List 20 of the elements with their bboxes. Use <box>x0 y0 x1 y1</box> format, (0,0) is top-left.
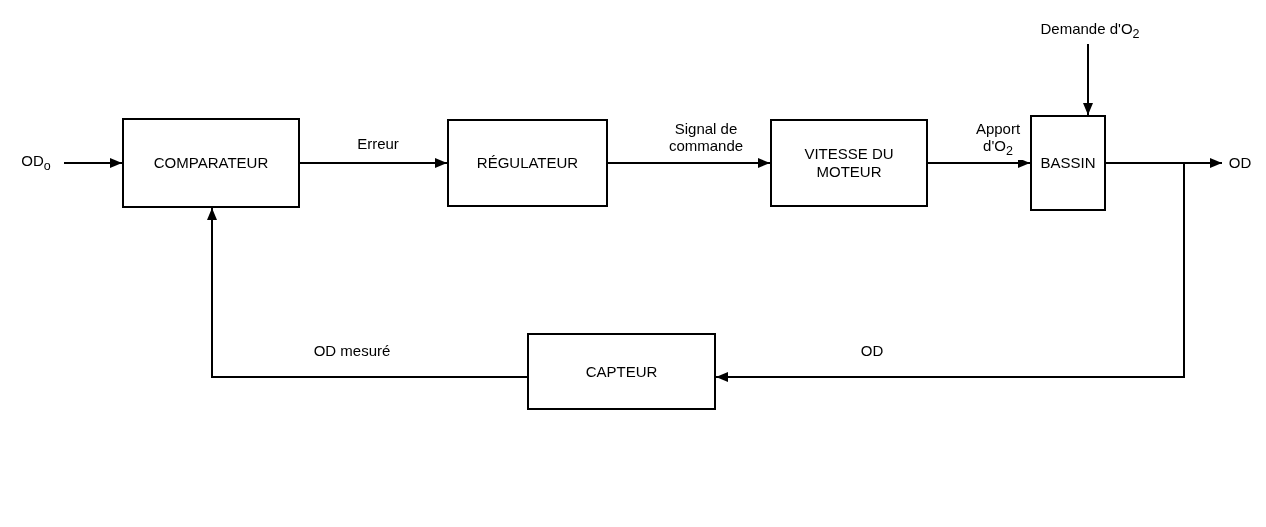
box-label: CAPTEUR <box>584 362 659 381</box>
box-label: BASSIN <box>1039 154 1097 172</box>
box-label: COMPARATEUR <box>152 154 270 172</box>
arrow <box>299 158 448 168</box>
process-box <box>770 119 928 207</box>
arrow <box>1083 43 1093 116</box>
process-box <box>1030 115 1106 211</box>
box-label: RÉGULATEUR <box>475 154 580 172</box>
arrow <box>207 207 528 378</box>
arrow <box>715 162 1185 382</box>
arrow <box>607 158 771 168</box>
signal-label: OD <box>1228 154 1252 172</box>
signal-label: Demande d'O$_{2}$ <box>1040 19 1140 43</box>
process-box <box>447 119 608 207</box>
process-box <box>527 333 716 410</box>
box-label: VITESSE DU MOTEUR <box>803 145 895 181</box>
process-box <box>122 118 300 208</box>
signal-label: OD$_{o}$ <box>21 151 51 175</box>
arrow <box>927 158 1031 168</box>
arrow <box>63 158 123 168</box>
